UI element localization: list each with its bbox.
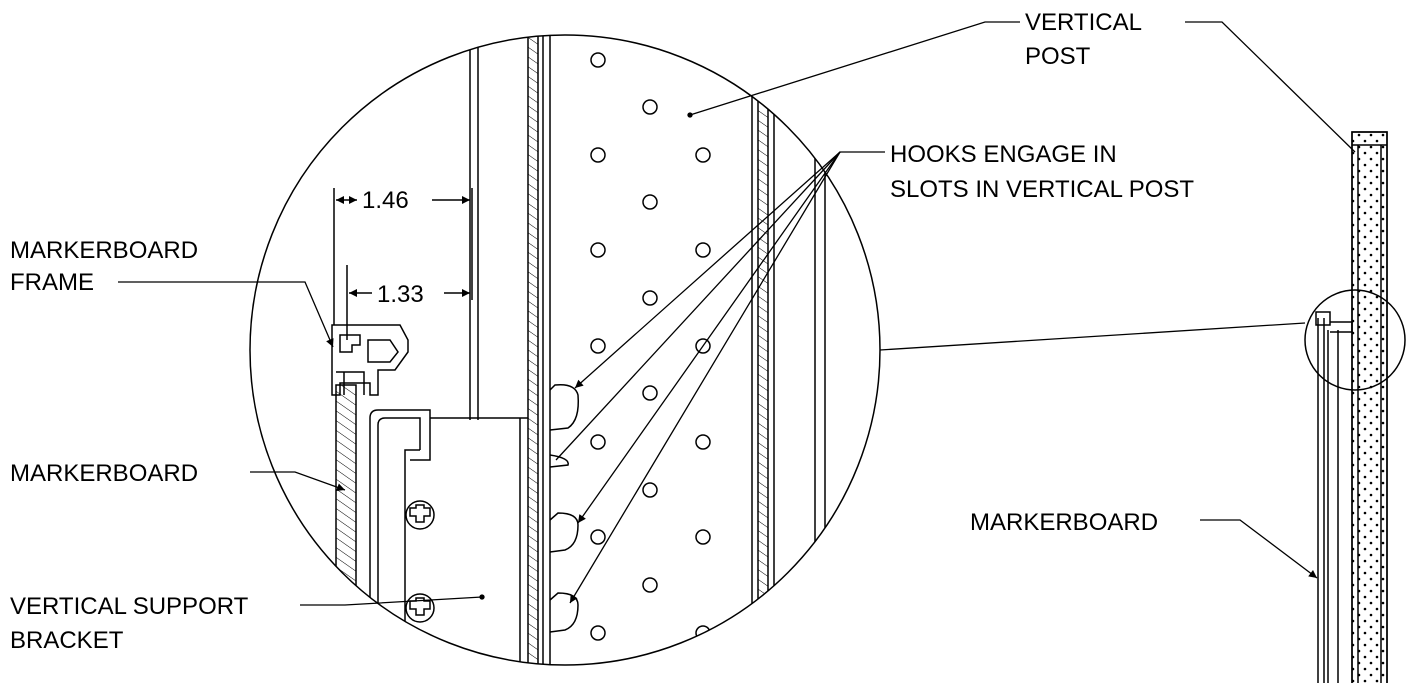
post-elevation xyxy=(1304,131,1406,688)
label-bracket-line1: VERTICAL SUPPORT xyxy=(10,593,249,620)
label-frame-line2: FRAME xyxy=(10,269,94,296)
label-vertical-post-line1: VERTICAL xyxy=(1025,9,1142,36)
label-bracket-line2: BRACKET xyxy=(10,627,124,654)
label-markerboard-left: MARKERBOARD xyxy=(10,460,198,487)
dimension-outer: 1.46 xyxy=(362,187,409,214)
label-frame-line1: MARKERBOARD xyxy=(10,237,198,264)
leader-lines xyxy=(118,21,1356,606)
dimension-inner: 1.33 xyxy=(377,281,424,308)
label-hooks-line1: HOOKS ENGAGE IN xyxy=(890,141,1117,168)
label-markerboard-right: MARKERBOARD xyxy=(970,509,1158,536)
dimension-lines xyxy=(333,188,473,340)
label-hooks-line2: SLOTS IN VERTICAL POST xyxy=(890,176,1194,203)
detail-view xyxy=(249,34,881,666)
label-vertical-post-line2: POST xyxy=(1025,43,1091,70)
